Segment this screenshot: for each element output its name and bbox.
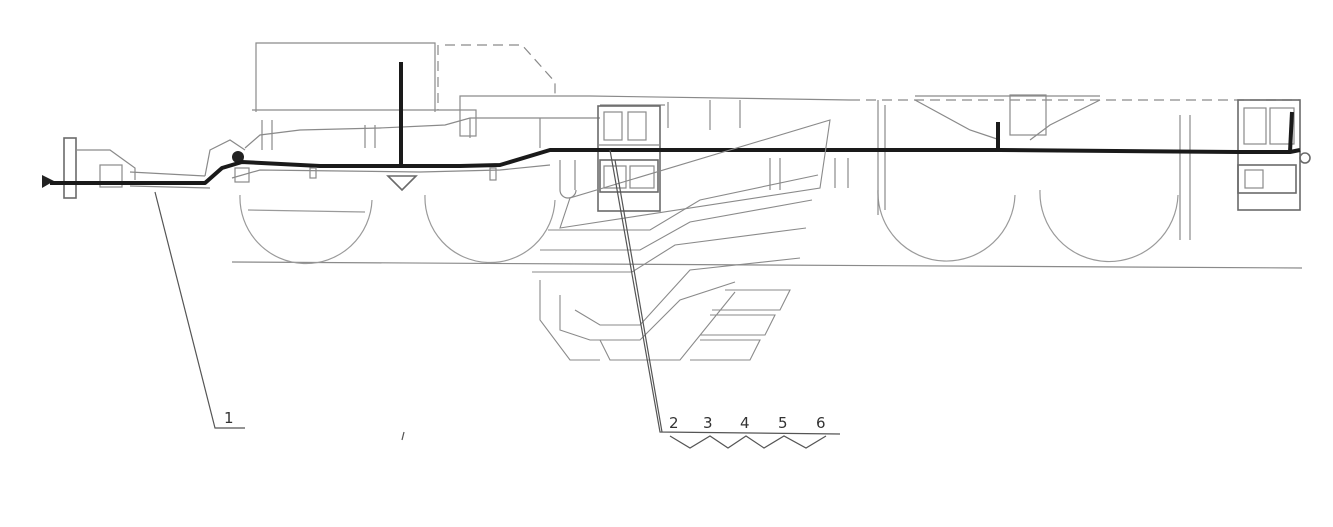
chassis-frame (231, 99, 1191, 240)
vehicle-upper-outline (252, 42, 1300, 112)
callout-1: 1 (224, 409, 234, 427)
main-air-pipeline (50, 148, 1301, 185)
callout-4: 4 (740, 414, 750, 432)
gladhand-icon (42, 175, 54, 188)
callout-2: 2 (669, 414, 679, 432)
rear-wheel-group (877, 189, 1179, 263)
valve-cluster (597, 105, 661, 212)
callout-6: 6 (816, 414, 826, 432)
rear-pipe-riser (1288, 111, 1294, 153)
leader-line-1 (154, 191, 245, 429)
leader-line-2 (609, 149, 841, 435)
manufacturer-logo (532, 119, 831, 361)
callout-3: 3 (703, 414, 713, 432)
ground-line (231, 261, 1303, 269)
drawbar-coupling (42, 137, 250, 199)
coupling-valve-icon (232, 151, 244, 163)
leader-ticks (669, 435, 827, 449)
callout-5: 5 (778, 414, 788, 432)
rear-valve-cluster (1009, 94, 1311, 211)
front-wheel-group (239, 194, 556, 265)
